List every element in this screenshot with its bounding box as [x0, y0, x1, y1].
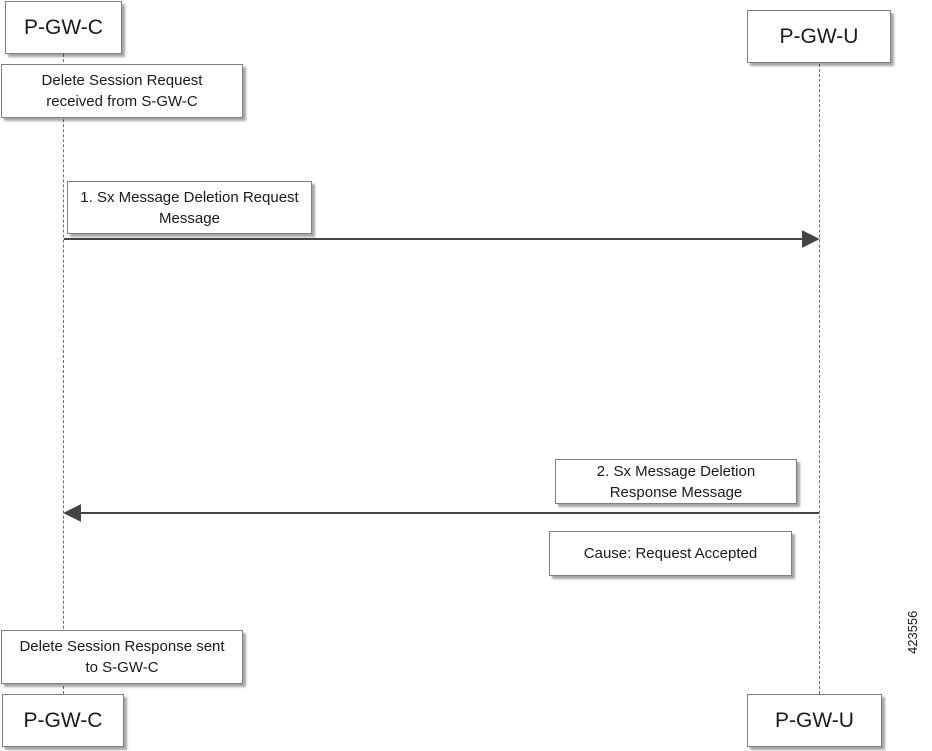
- participant-bottom-right: P-GW-U: [747, 694, 882, 747]
- participant-bottom-left-label: P-GW-C: [23, 708, 103, 732]
- participant-bottom-right-label: P-GW-U: [775, 708, 854, 732]
- message-2-label: 2. Sx Message Deletion Response Message: [555, 459, 797, 504]
- lifeline-pgw-c: [63, 54, 64, 694]
- participant-top-left: P-GW-C: [5, 1, 122, 54]
- message-1-text: 1. Sx Message Deletion Request Message: [80, 188, 299, 227]
- participant-top-left-label: P-GW-C: [24, 15, 103, 39]
- note-start: Delete Session Request received from S-G…: [1, 64, 243, 118]
- note-cause-text: Cause: Request Accepted: [583, 545, 758, 562]
- note-end: Delete Session Response sent to S-GW-C: [1, 630, 243, 684]
- lifeline-pgw-u: [819, 64, 820, 694]
- participant-top-right: P-GW-U: [747, 10, 891, 63]
- participant-top-right-label: P-GW-U: [779, 24, 859, 48]
- note-end-text: Delete Session Response sent to S-GW-C: [19, 638, 225, 676]
- message-2-text: 2. Sx Message Deletion Response Message: [596, 462, 756, 501]
- figure-id: 423556: [905, 610, 920, 654]
- note-start-text: Delete Session Request received from S-G…: [41, 72, 203, 110]
- message-1-label: 1. Sx Message Deletion Request Message: [67, 181, 312, 234]
- participant-bottom-left: P-GW-C: [2, 694, 124, 747]
- note-cause: Cause: Request Accepted: [549, 531, 792, 576]
